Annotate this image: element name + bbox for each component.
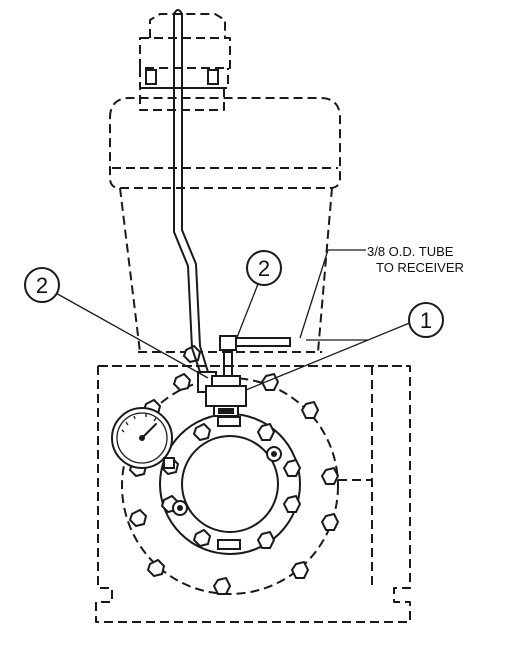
fitting-assembly	[197, 335, 291, 417]
leader-2-top	[235, 283, 259, 341]
crankcase	[95, 365, 411, 623]
cylinder-body	[119, 187, 333, 353]
callout-2-left: 2	[24, 267, 60, 303]
callout-2-left-text: 2	[36, 273, 48, 298]
annotation-line1: 3/8 O.D. TUBE	[367, 244, 454, 259]
leader-lines	[53, 249, 413, 391]
leader-2-left	[53, 291, 209, 379]
callout-1: 1	[408, 302, 444, 338]
bearing-housing	[159, 413, 302, 555]
oil-tube	[173, 9, 209, 373]
pressure-gauge	[111, 407, 175, 469]
leader-1	[245, 321, 413, 391]
bolt	[145, 69, 157, 85]
annotation-line2: TO RECEIVER	[376, 260, 464, 275]
callout-1-text: 1	[420, 308, 432, 333]
callout-2-top-text: 2	[258, 256, 270, 281]
bolt	[207, 69, 219, 85]
leader-tube	[299, 249, 366, 339]
cylinder-head	[109, 13, 341, 189]
callout-2-top: 2	[246, 250, 282, 286]
housing-bolts	[128, 344, 340, 595]
